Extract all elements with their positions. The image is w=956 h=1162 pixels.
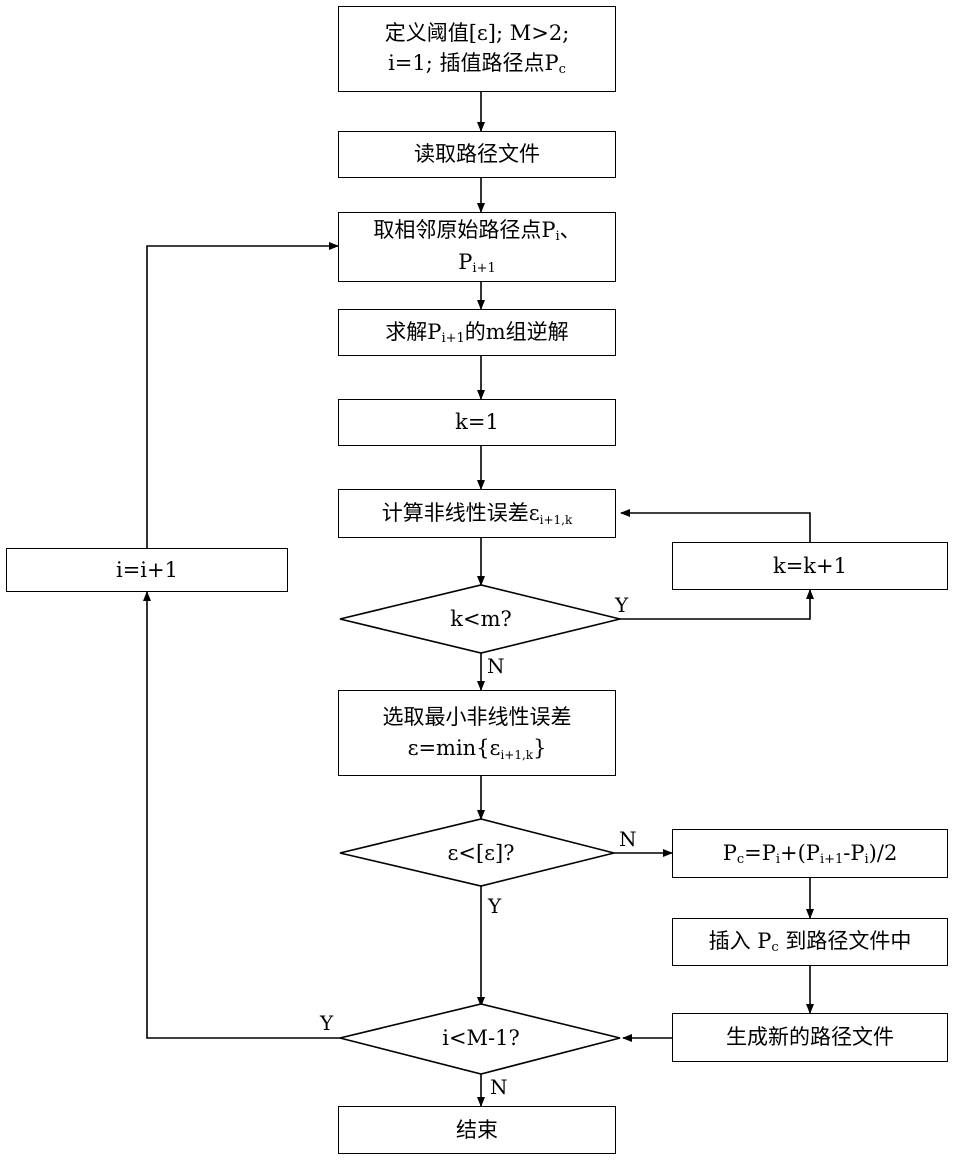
node-take-points-line1: 取相邻原始路径点Pi、 bbox=[373, 215, 580, 247]
edge-kcheck-yes-to-kinc bbox=[618, 590, 810, 619]
node-init-line2: i=1; 插值路径点Pc bbox=[388, 48, 566, 80]
node-take-points-line2-text: P bbox=[458, 250, 472, 274]
decision-eps-check-text: ε<[ε]? bbox=[448, 841, 515, 865]
node-init: 定义阈值[ε]; M>2; i=1; 插值路径点Pc bbox=[338, 6, 616, 92]
label-eps-check-no: N bbox=[619, 829, 637, 849]
decision-eps-check-label: ε<[ε]? bbox=[400, 834, 562, 872]
node-select-min-line2: ε=min{εi+1,k} bbox=[408, 733, 547, 764]
node-select-min-line2-b: } bbox=[533, 736, 546, 760]
node-interp-a: P bbox=[723, 841, 737, 865]
node-compute-error-text: 计算非线性误差εi+1,k bbox=[382, 498, 573, 529]
node-select-min: 选取最小非线性误差 ε=min{εi+1,k} bbox=[338, 690, 616, 776]
node-interp-text: Pc=Pi+(Pi+1-Pi)/2 bbox=[723, 838, 898, 870]
node-interp: Pc=Pi+(Pi+1-Pi)/2 bbox=[672, 829, 948, 878]
node-init-line2-text: i=1; 插值路径点P bbox=[388, 51, 559, 75]
decision-i-check-text: i<M-1? bbox=[442, 1026, 520, 1050]
node-end-label: 结束 bbox=[456, 1115, 498, 1145]
node-end: 结束 bbox=[338, 1106, 616, 1154]
node-solve-ik-a: 求解P bbox=[385, 320, 441, 344]
node-k-init: k=1 bbox=[338, 399, 616, 446]
node-new-file: 生成新的路径文件 bbox=[672, 1013, 948, 1062]
node-take-points-line2: Pi+1 bbox=[458, 247, 495, 279]
label-eps-check-yes: Y bbox=[488, 896, 501, 916]
node-solve-ik-b: 的m组逆解 bbox=[465, 320, 569, 344]
decision-k-check-label: k<m? bbox=[400, 600, 562, 638]
node-take-points-line1-sep: 、 bbox=[560, 218, 581, 242]
edge-kinc-to-compute bbox=[621, 513, 810, 542]
edge-icheck-yes-to-iinc bbox=[147, 592, 340, 1038]
node-interp-e: )/2 bbox=[869, 841, 898, 865]
node-interp-sub3: i+1 bbox=[820, 852, 843, 867]
node-init-line1: 定义阈值[ε]; M>2; bbox=[385, 18, 570, 48]
node-select-min-line2-a: ε=min{ε bbox=[408, 736, 501, 760]
node-solve-ik-text: 求解Pi+1的m组逆解 bbox=[385, 317, 568, 349]
node-solve-ik: 求解Pi+1的m组逆解 bbox=[338, 309, 616, 356]
node-solve-ik-sub: i+1 bbox=[441, 331, 464, 346]
node-i-inc: i=i+1 bbox=[6, 548, 288, 592]
node-read-file-label: 读取路径文件 bbox=[414, 139, 540, 169]
node-i-inc-label: i=i+1 bbox=[116, 555, 178, 585]
node-insert: 插入 Pc 到路径文件中 bbox=[672, 918, 948, 966]
node-insert-a: 插入 P bbox=[709, 929, 772, 953]
node-take-points: 取相邻原始路径点Pi、 Pi+1 bbox=[338, 212, 616, 282]
node-insert-text: 插入 Pc 到路径文件中 bbox=[709, 926, 912, 958]
decision-k-check-text: k<m? bbox=[450, 607, 512, 631]
node-read-file: 读取路径文件 bbox=[338, 131, 616, 178]
node-compute-error-a: 计算非线性误差ε bbox=[382, 501, 540, 525]
node-init-line2-sub: c bbox=[559, 62, 566, 77]
node-new-file-label: 生成新的路径文件 bbox=[726, 1022, 894, 1052]
edge-iinc-to-take bbox=[147, 246, 338, 548]
node-interp-d: -P bbox=[843, 841, 864, 865]
node-take-points-line2-sub: i+1 bbox=[472, 261, 495, 276]
label-i-check-no: N bbox=[490, 1077, 508, 1097]
node-select-min-line1: 选取最小非线性误差 bbox=[383, 702, 572, 732]
decision-i-check-label: i<M-1? bbox=[400, 1019, 562, 1057]
label-k-check-no: N bbox=[487, 656, 505, 676]
node-insert-b: 到路径文件中 bbox=[779, 929, 912, 953]
node-interp-c: +(P bbox=[780, 841, 820, 865]
label-k-check-yes: Y bbox=[615, 595, 628, 615]
label-i-check-yes: Y bbox=[320, 1013, 333, 1033]
node-interp-b: =P bbox=[744, 841, 776, 865]
node-k-init-label: k=1 bbox=[455, 407, 499, 437]
node-compute-error-sub: i+1,k bbox=[540, 513, 573, 527]
node-compute-error: 计算非线性误差εi+1,k bbox=[338, 489, 616, 538]
node-insert-sub: c bbox=[771, 940, 778, 955]
node-take-points-line1-text: 取相邻原始路径点P bbox=[373, 218, 555, 242]
node-select-min-line2-sub: i+1,k bbox=[500, 748, 533, 762]
node-k-inc: k=k+1 bbox=[672, 542, 948, 590]
node-k-inc-label: k=k+1 bbox=[773, 551, 847, 581]
